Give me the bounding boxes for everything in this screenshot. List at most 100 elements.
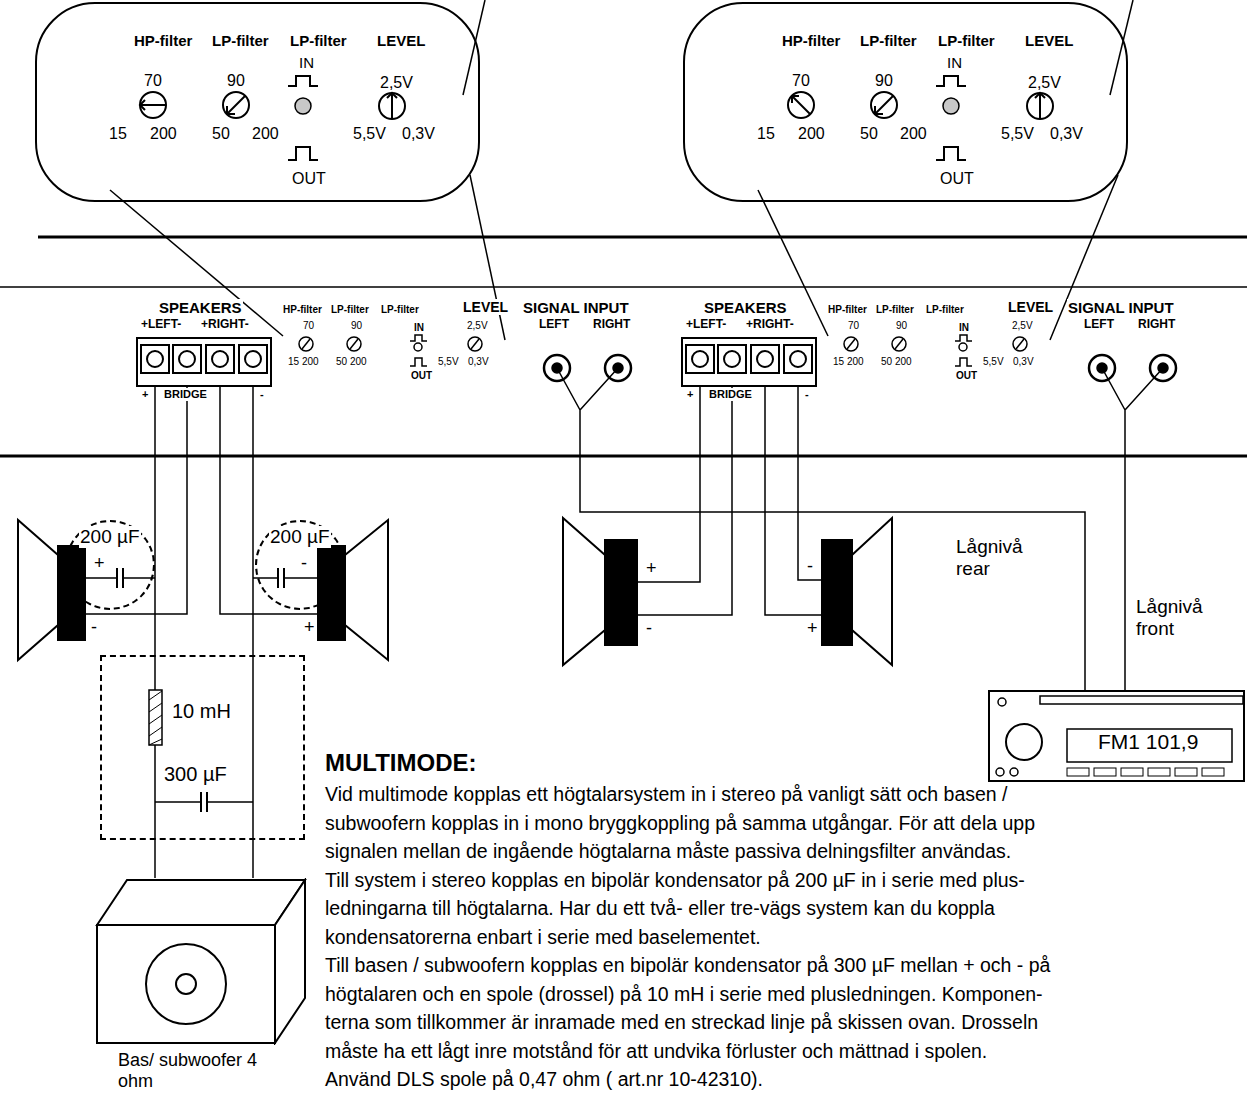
- panel-label: +: [686, 388, 694, 401]
- cable-label: Lågnivå front: [1135, 596, 1227, 640]
- polarity-mark: +: [645, 558, 658, 579]
- node-text: 10 mH: [172, 700, 231, 723]
- panel-label: 2,5V: [466, 320, 489, 332]
- hp-knob-pointer-part: [792, 96, 810, 114]
- panel-label: LP-filter: [380, 304, 420, 316]
- panel-label: BRIDGE: [708, 388, 753, 401]
- speaker-wires-part: [201, 792, 207, 812]
- node-text: 90: [875, 72, 893, 90]
- node-text: 50: [860, 125, 878, 143]
- cable-label: Lågnivå rear: [955, 536, 1037, 580]
- node-text: OUT: [940, 170, 974, 188]
- car-radio-drawing-part: [1202, 768, 1224, 776]
- node-text: 200 µF: [79, 526, 141, 548]
- panel-label: +LEFT-: [685, 318, 727, 332]
- panel-label: SIGNAL INPUT: [522, 299, 630, 316]
- panel-label: LEVEL: [1007, 299, 1054, 315]
- body-text: ledningarna till högtalarna. Har du ett …: [325, 897, 995, 919]
- node-text: 0,3V: [1050, 125, 1083, 143]
- node-text: LEVEL: [377, 32, 425, 49]
- node-text: 5,5V: [1001, 125, 1034, 143]
- section-heading: MULTIMODE:: [325, 749, 477, 777]
- speaker-wires-part: [765, 386, 822, 615]
- subwoofer-box-drawing-part: [97, 880, 305, 925]
- speaker-wires-part: [253, 386, 318, 840]
- callout-bubble: HP-filterLP-filterLP-filterLEVEL7090IN2,…: [683, 2, 1128, 202]
- panel-label: -: [804, 388, 810, 401]
- amp-housing-part: [38, 236, 1247, 239]
- node-text: 15: [109, 125, 127, 143]
- node-text: HP-filter: [782, 32, 840, 49]
- car-radio-drawing-part: [998, 698, 1006, 706]
- panel-label: 5,5V: [437, 356, 460, 368]
- subwoofer-box-drawing-part: [146, 944, 226, 1024]
- node-text: IN: [947, 54, 962, 71]
- capacitor-marker: 200 µF: [65, 520, 155, 610]
- node-text: 200: [252, 125, 279, 143]
- speaker-wires-part: [155, 801, 253, 803]
- car-radio-drawing-part: [1067, 729, 1232, 762]
- node-text: 5,5V: [353, 125, 386, 143]
- speaker-symbols-part: [852, 518, 892, 665]
- speaker-symbols-part: [58, 546, 85, 640]
- node-text: LEVEL: [1025, 32, 1073, 49]
- speaker-symbols-part: [318, 546, 345, 640]
- panel-label: IN: [413, 322, 425, 334]
- panel-label: OUT: [955, 370, 978, 382]
- panel-label: -: [259, 388, 265, 401]
- amp-housing-part: [0, 286, 1247, 288]
- node-text: 300 µF: [164, 763, 227, 786]
- node-text: FM1 101,9: [1098, 730, 1198, 754]
- panel-label: IN: [958, 322, 970, 334]
- panel-label: HP-filter: [827, 304, 868, 316]
- polarity-mark: +: [303, 617, 316, 638]
- node-text: 200: [900, 125, 927, 143]
- body-text: kondensatorerna enbart i serie med basel…: [325, 926, 761, 948]
- body-text: Använd DLS spole på 0,47 ohm ( art.nr 10…: [325, 1068, 763, 1090]
- node-text: LP-filter: [860, 32, 917, 49]
- car-radio: FM1 101,9: [988, 690, 1245, 782]
- car-radio-drawing-part: [1040, 696, 1243, 704]
- panel-label: +: [141, 388, 149, 401]
- node-text: LP-filter: [212, 32, 269, 49]
- callout-bubble: HP-filterLP-filterLP-filterLEVEL7090IN2,…: [35, 2, 480, 202]
- polarity-mark: -: [806, 556, 814, 577]
- panel-label: +RIGHT-: [200, 318, 250, 332]
- node-text: 70: [792, 72, 810, 90]
- leader-lines-part: [470, 175, 505, 340]
- car-radio-drawing-part: [1067, 768, 1089, 776]
- car-radio-drawing-part: [1010, 768, 1018, 776]
- car-radio-drawing-part: [1094, 768, 1116, 776]
- body-text: högtalaren och en spole (drossel) på 10 …: [325, 983, 1043, 1005]
- speaker-wires: [85, 386, 822, 840]
- speaker-wires-part: [85, 386, 187, 614]
- speaker-symbols-part: [18, 520, 58, 660]
- panel-label: RIGHT: [1137, 318, 1176, 332]
- panel-label: 50 200: [335, 356, 368, 368]
- filter-box: 10 mH 300 µF: [100, 655, 305, 840]
- node-text: 0,3V: [402, 125, 435, 143]
- panel-label: 2,5V: [1011, 320, 1034, 332]
- panel-label: 15 200: [287, 356, 320, 368]
- leader-lines-part: [463, 0, 485, 95]
- node-text: IN: [299, 54, 314, 71]
- polarity-mark: -: [90, 617, 98, 638]
- body-text: terna som tillkommer är inramade med en …: [325, 1011, 1038, 1033]
- subwoofer-box-drawing-part: [176, 974, 196, 994]
- car-radio-drawing-part: [996, 768, 1004, 776]
- speaker-wires-part: [637, 386, 732, 615]
- node-text: 2,5V: [380, 74, 413, 92]
- node-text: Bas/ subwoofer 4 ohm: [118, 1050, 258, 1091]
- leader-lines-part: [1110, 0, 1133, 95]
- panel-label: LP-filter: [330, 304, 370, 316]
- body-text: Till system i stereo kopplas en bipolär …: [325, 869, 1025, 891]
- node-text: OUT: [292, 170, 326, 188]
- panel-label: LP-filter: [925, 304, 965, 316]
- car-radio-drawing-part: [1006, 724, 1042, 760]
- speaker-symbols: [18, 518, 892, 665]
- car-radio-drawing-part: [1121, 768, 1143, 776]
- control-glyphs: [788, 76, 1053, 160]
- hp-knob-pointer-part: [140, 104, 166, 106]
- polarity-mark: -: [645, 618, 653, 639]
